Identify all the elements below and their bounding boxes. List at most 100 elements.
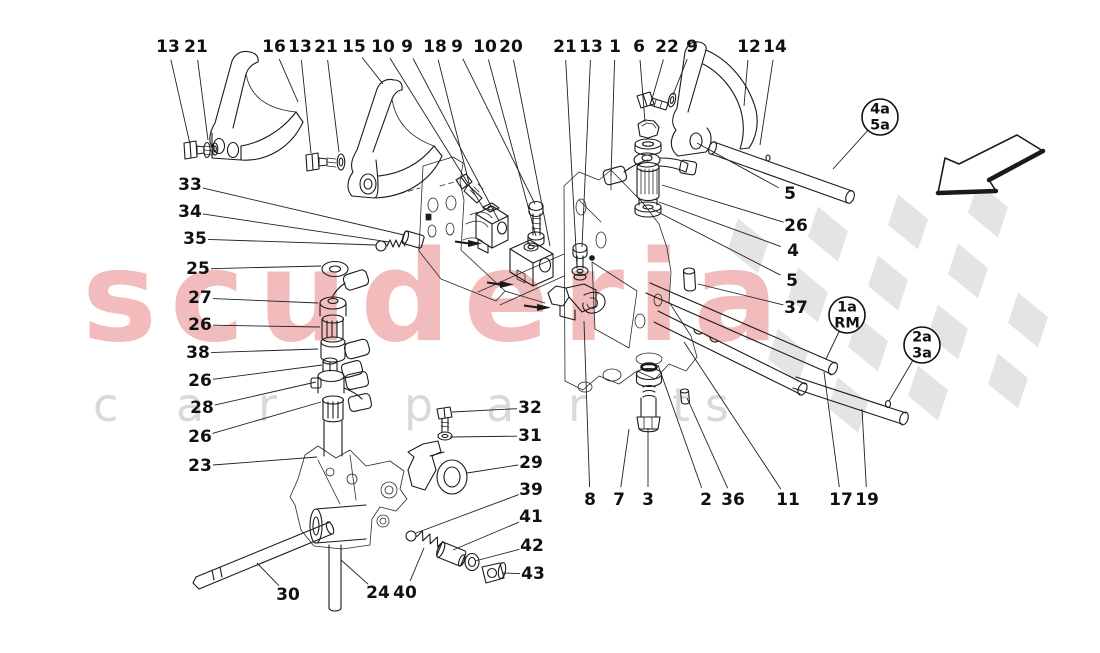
part-callout-17: 17 (829, 490, 853, 510)
part-callout-4: 4 (787, 241, 799, 261)
assembly-pointer-arrows (454, 240, 551, 311)
part-callout-21: 21 (184, 37, 208, 57)
part-callout-13: 13 (156, 37, 180, 57)
leader-line (212, 364, 323, 380)
leader-line (696, 142, 779, 189)
leader-line (672, 58, 688, 96)
part-callout-18: 18 (423, 37, 447, 57)
checker-diamond (988, 353, 1028, 409)
ref-circle-top-label: 1a (837, 300, 857, 316)
part-callout-41: 41 (519, 507, 543, 527)
leader-line (501, 572, 521, 575)
part-callout-25: 25 (186, 259, 210, 279)
part-callout-6: 6 (633, 37, 645, 57)
part-callout-19: 19 (855, 490, 879, 510)
selector-gate-block (547, 283, 606, 321)
leader-line (210, 348, 319, 354)
watermark-brand-text: scuderia (82, 223, 791, 370)
leader-line (300, 59, 312, 154)
checker-diamond (848, 316, 888, 372)
leader-line (683, 341, 782, 490)
detent-ball-spring-pin (375, 230, 425, 252)
leader-line (452, 521, 520, 551)
leader-line (823, 371, 840, 488)
part-callout-26: 26 (188, 427, 212, 447)
leader-line (412, 58, 500, 222)
fork-bolt-13-21-left (183, 140, 219, 160)
part-callout-24: 24 (366, 583, 390, 603)
checker-diamond (868, 255, 908, 311)
leader-line (651, 59, 664, 100)
part-callout-12: 12 (737, 37, 761, 57)
leader-line (415, 494, 519, 534)
fork-rod-11 (653, 310, 808, 396)
part-callout-16: 16 (262, 37, 286, 57)
bolt-18 (455, 173, 484, 204)
part-callout-8: 8 (584, 490, 596, 510)
direction-arrow (935, 134, 1046, 196)
watermark-letter: r (568, 378, 587, 432)
selector-lever-stack (310, 260, 373, 457)
clamp-block-2 (509, 239, 554, 287)
main-shift-rod (192, 521, 335, 590)
leader-line (212, 324, 321, 328)
lower-bracket-casting (289, 445, 408, 550)
checker-diamond (828, 377, 868, 433)
leader-line (437, 59, 470, 184)
watermark-letter: p (404, 378, 433, 432)
watermark-letter: c (93, 378, 118, 432)
ref-circle-top-label: 2a (912, 330, 932, 346)
ref-circle (828, 296, 866, 334)
watermark-letter: a (486, 378, 514, 432)
checker-diamond (788, 267, 828, 323)
leader-line (466, 464, 519, 474)
leader-line (214, 381, 317, 406)
part-callout-9: 9 (686, 37, 698, 57)
watermark-letter: r (258, 378, 277, 432)
detent-plunger-assembly (635, 362, 663, 433)
part-callout-36: 36 (721, 490, 745, 510)
leader-line (202, 187, 405, 236)
part-callout-40: 40 (393, 583, 417, 603)
checkered-flag-motif (728, 182, 1048, 433)
part-callout-31: 31 (518, 426, 542, 446)
part-callout-26: 26 (188, 371, 212, 391)
leader-line (620, 428, 630, 488)
fork-bolt-13-21-mid (305, 152, 346, 172)
leader-line (474, 548, 520, 562)
ref-circle (903, 326, 941, 364)
part-callout-21: 21 (314, 37, 338, 57)
part-callout-7: 7 (613, 490, 625, 510)
roll-pin-37 (682, 267, 697, 292)
leader-line (389, 57, 485, 210)
leader-line (327, 59, 340, 153)
leader-line (657, 364, 703, 488)
part-callout-11: 11 (776, 490, 800, 510)
watermark-letter: t (672, 378, 690, 432)
part-callout-42: 42 (520, 536, 544, 556)
part-callout-37: 37 (784, 298, 808, 318)
part-callout-5: 5 (784, 184, 796, 204)
checker-diamond (968, 182, 1008, 238)
part-callout-22: 22 (655, 37, 679, 57)
leader-line (212, 401, 322, 434)
checker-diamond (888, 194, 928, 250)
leader-line (759, 59, 774, 146)
part-callout-26: 26 (784, 216, 808, 236)
selector-lever-1-assembly (602, 119, 698, 218)
part-callout-3: 3 (642, 490, 654, 510)
ref-circle-bottom-label: 3a (912, 346, 932, 362)
leader-lines (170, 56, 867, 586)
checker-diamond (1008, 292, 1048, 348)
shift-fork-16 (209, 50, 304, 161)
part-callout-35: 35 (183, 229, 207, 249)
leader-line (278, 58, 299, 103)
part-callout-5: 5 (786, 271, 798, 291)
part-callout-28: 28 (190, 398, 214, 418)
checker-diamond (908, 365, 948, 421)
ref-circle-bottom-label: 5a (870, 118, 890, 134)
part-callout-9: 9 (451, 37, 463, 57)
